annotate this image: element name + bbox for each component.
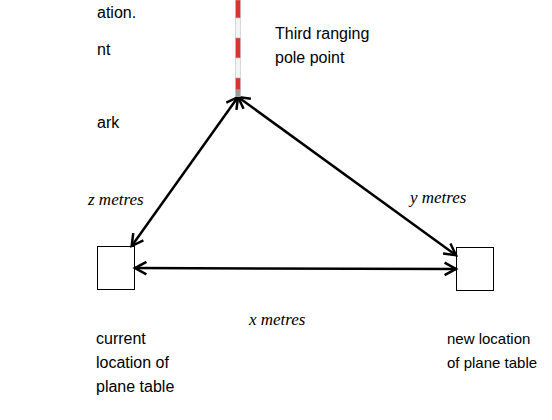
plane-table: new location of plane table <box>456 247 494 291</box>
plane-table: current location of plane table <box>97 246 135 290</box>
distance-line <box>238 97 456 255</box>
ranging-pole-drawing <box>235 0 241 97</box>
pole-segment <box>236 90 241 97</box>
arrow-head <box>443 243 456 255</box>
distance-label: z metres <box>86 190 146 210</box>
cut-off-text: ark <box>97 111 119 135</box>
arrow-head <box>135 262 146 274</box>
distance-arrow <box>135 262 456 275</box>
distance-line <box>132 97 238 246</box>
pole-segment <box>236 18 241 38</box>
ranging-pole: Third ranging pole point <box>235 0 241 97</box>
pole-segment <box>236 78 241 90</box>
distance-label: y metres <box>408 188 469 208</box>
cut-off-text: nt <box>97 38 110 62</box>
distance-arrow <box>132 97 238 246</box>
arrow-head <box>445 263 456 275</box>
node-label: new location of plane table <box>447 327 547 375</box>
distance-label: x metres <box>247 310 308 330</box>
pole-segment <box>236 38 241 58</box>
arrow-head <box>226 97 238 110</box>
arrow-head <box>132 233 144 246</box>
node-label: current location of plane table <box>96 327 188 399</box>
pole-segment <box>236 0 241 18</box>
distance-line <box>135 267 456 270</box>
pole-segment <box>236 58 241 78</box>
node-label: Third ranging pole point <box>275 22 395 70</box>
arrow-head <box>238 97 251 109</box>
distance-arrow <box>238 97 456 255</box>
cut-off-text: ation. <box>97 1 136 25</box>
